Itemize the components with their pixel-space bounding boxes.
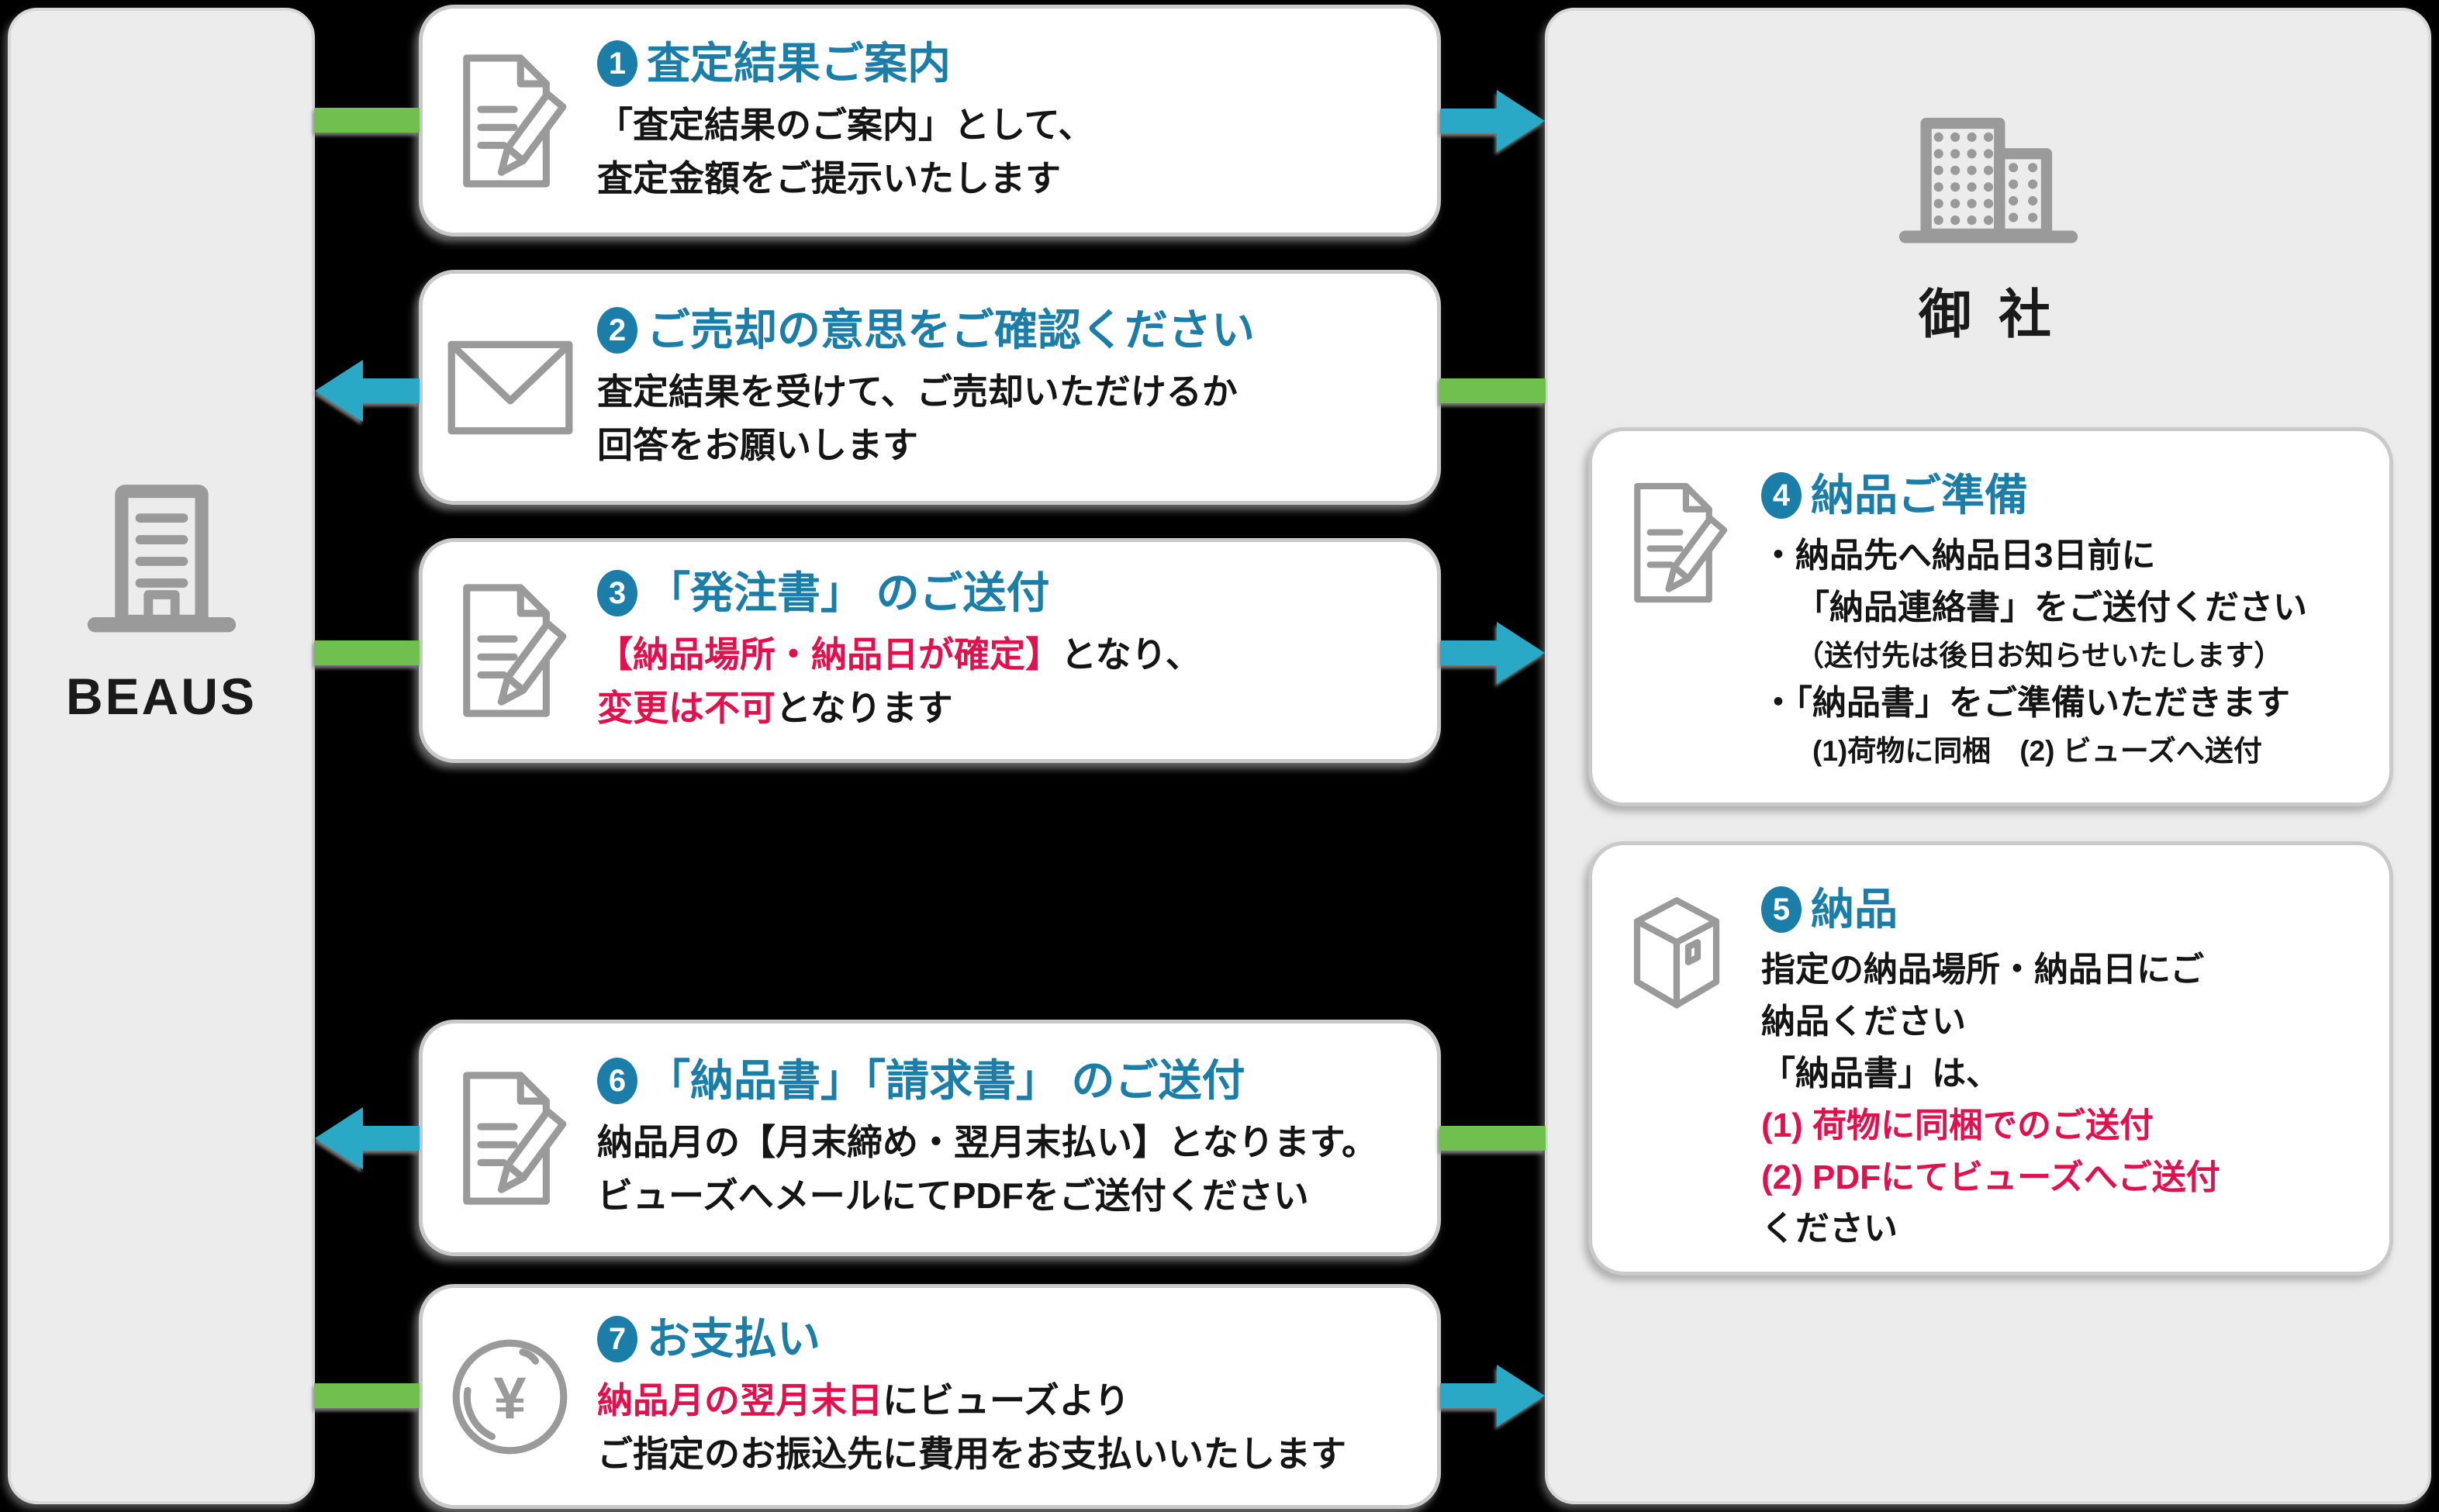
yen-coin-icon: ¥ bbox=[423, 1333, 597, 1461]
arrow-head bbox=[1497, 90, 1545, 152]
arrow-body bbox=[1440, 640, 1498, 665]
step6-line1: 納品月の【月末締め・翌月末払い】となります。 bbox=[597, 1121, 1378, 1162]
green-connector-step7 bbox=[314, 1383, 420, 1408]
step1-card: 1 査定結果ご案内 「査定結果のご案内」として、 査定金額をご提示いたします bbox=[419, 5, 1441, 236]
company-label: 御 社 bbox=[1919, 285, 2057, 344]
green-connector-step2 bbox=[1439, 378, 1546, 403]
step5-badge: 5 bbox=[1761, 886, 1802, 933]
step4-bullet1-note: （送付先は後日お知らせいたします） bbox=[1795, 639, 2283, 671]
step5-card: 5 納品 指定の納品場所・納品日にご 納品ください 「納品書」は、 (1) 荷物… bbox=[1588, 841, 2393, 1276]
teal-arrow-step3-right bbox=[1440, 622, 1545, 684]
arrow-body bbox=[1440, 109, 1498, 133]
arrow-head bbox=[1497, 1365, 1545, 1427]
step4-bullet2-note: (1)荷物に同梱 (2) ビューズへ送付 bbox=[1812, 734, 2262, 767]
step5-line6: ください bbox=[1761, 1210, 1898, 1248]
building-icon bbox=[11, 476, 312, 647]
step1-title: 査定結果ご案内 bbox=[647, 38, 951, 88]
arrow-body bbox=[362, 378, 420, 403]
step3-title-row: 3 「発注書」 のご送付 bbox=[597, 566, 1411, 620]
svg-text:¥: ¥ bbox=[493, 1365, 526, 1431]
step7-badge: 7 bbox=[597, 1316, 637, 1362]
teal-arrow-step7-right bbox=[1440, 1365, 1545, 1427]
arrow-head bbox=[315, 1107, 363, 1169]
step2-title: ご売却の意思をご確認ください bbox=[647, 305, 1255, 354]
step3-line1: 【納品場所・納品日が確定】となり、 bbox=[597, 634, 1201, 675]
arrow-head bbox=[315, 360, 363, 422]
step4-card: 4 納品ご準備 ・納品先へ納品日3日前に 「納品連絡書」をご送付ください （送付… bbox=[1588, 427, 2393, 806]
step5-line4: (1) 荷物に同梱でのご送付 bbox=[1761, 1106, 2154, 1144]
document-pencil-icon bbox=[423, 580, 597, 721]
step2-badge: 2 bbox=[597, 306, 637, 354]
envelope-icon bbox=[423, 338, 597, 437]
step4-bullet2: ・「納品書」をご準備いただきます bbox=[1761, 683, 2290, 722]
teal-arrow-step2-left bbox=[315, 360, 420, 422]
step1-title-row: 1 査定結果ご案内 bbox=[597, 36, 1411, 91]
step7-card: ¥ 7 お支払い 納品月の翌月末日にビューズより ご指定のお振込先に費用をお支払… bbox=[419, 1284, 1441, 1509]
step3-badge: 3 bbox=[597, 570, 637, 616]
document-pencil-icon bbox=[423, 1068, 597, 1209]
step6-badge: 6 bbox=[597, 1057, 637, 1104]
step5-title-row: 5 納品 bbox=[1761, 882, 2374, 937]
step4-bullet1-cont: 「納品連絡書」をご送付ください bbox=[1795, 588, 2307, 627]
document-pencil-icon bbox=[423, 50, 597, 192]
step3-title: 「発注書」 のご送付 bbox=[647, 568, 1050, 617]
step1-badge: 1 bbox=[597, 40, 637, 87]
green-connector-step1 bbox=[314, 108, 420, 133]
step6-title: 「納品書」「請求書」 のご送付 bbox=[647, 1055, 1245, 1105]
step6-line2: ビューズへメールにてPDFをご送付ください bbox=[597, 1175, 1309, 1216]
teal-arrow-step1-right bbox=[1440, 90, 1545, 152]
step5-line3: 「納品書」は、 bbox=[1761, 1054, 2000, 1093]
buildings-icon bbox=[1548, 112, 2428, 251]
step7-line1: 納品月の翌月末日にビューズより bbox=[597, 1380, 1130, 1421]
step1-line2: 査定金額をご提示いたします bbox=[597, 157, 1061, 198]
step6-title-row: 6 「納品書」「請求書」 のご送付 bbox=[597, 1054, 1411, 1108]
step7-title-row: 7 お支払い bbox=[597, 1312, 1411, 1366]
beaus-panel: BEAUS bbox=[8, 8, 315, 1504]
step6-card: 6 「納品書」「請求書」 のご送付 納品月の【月末締め・翌月末払い】となります。… bbox=[419, 1020, 1441, 1256]
step3-line2: 変更は不可となります bbox=[597, 688, 953, 728]
step5-line2: 納品ください bbox=[1761, 1002, 1966, 1041]
package-box-icon bbox=[1592, 893, 1761, 1016]
step1-line1: 「査定結果のご案内」として、 bbox=[597, 104, 1094, 145]
beaus-label: BEAUS bbox=[65, 668, 257, 725]
document-pencil-icon bbox=[1592, 479, 1761, 606]
teal-arrow-step6-left bbox=[315, 1107, 420, 1169]
step4-title: 納品ご準備 bbox=[1811, 471, 2028, 520]
beaus-header: BEAUS bbox=[11, 476, 312, 726]
step2-title-row: 2 ご売却の意思をご確認ください bbox=[597, 303, 1411, 357]
green-connector-step6 bbox=[1439, 1126, 1546, 1151]
step4-bullet1: ・納品先へ納品日3日前に bbox=[1761, 537, 2156, 575]
step5-line5: (2) PDFにてビューズへご送付 bbox=[1761, 1158, 2220, 1196]
step2-line1: 査定結果を受けて、ご売却いただけるか bbox=[597, 371, 1238, 412]
arrow-body bbox=[362, 1126, 420, 1151]
arrow-body bbox=[1440, 1383, 1498, 1408]
step3-card: 3 「発注書」 のご送付 【納品場所・納品日が確定】となり、 変更は不可となりま… bbox=[419, 538, 1441, 763]
step5-line1: 指定の納品場所・納品日にご bbox=[1761, 951, 2205, 989]
step4-title-row: 4 納品ご準備 bbox=[1761, 468, 2374, 523]
step7-line2: ご指定のお振込先に費用をお支払いいたします bbox=[597, 1434, 1346, 1474]
arrow-head bbox=[1497, 622, 1545, 684]
step5-title: 納品 bbox=[1811, 885, 1898, 934]
company-header: 御 社 bbox=[1548, 112, 2428, 348]
green-connector-step3 bbox=[314, 640, 420, 665]
step4-badge: 4 bbox=[1761, 472, 1802, 519]
step2-card: 2 ご売却の意思をご確認ください 査定結果を受けて、ご売却いただけるか 回答をお… bbox=[419, 270, 1441, 505]
step7-title: お支払い bbox=[647, 1314, 820, 1363]
step2-line2: 回答をお願いします bbox=[597, 424, 918, 465]
